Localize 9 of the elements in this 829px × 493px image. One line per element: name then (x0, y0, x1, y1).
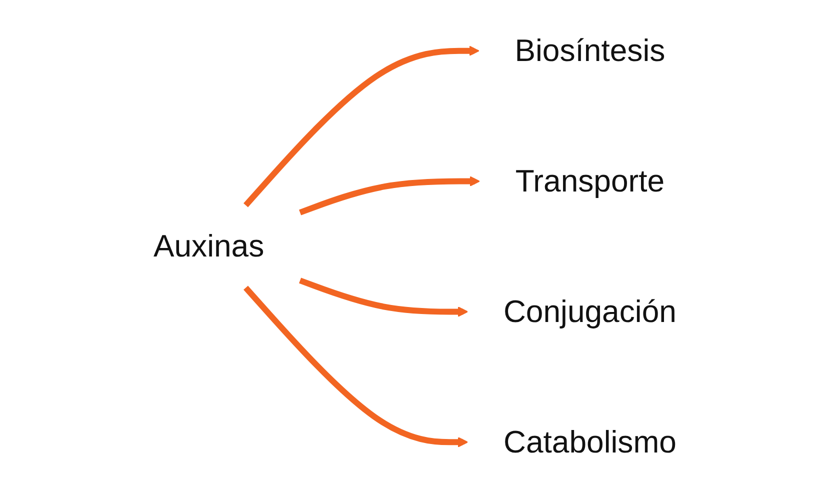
node-text: Auxinas (153, 228, 264, 264)
node-text: Biosíntesis (514, 32, 665, 68)
arrow (243, 286, 468, 448)
node-text: Transporte (514, 162, 664, 199)
node-text: Catabolismo (503, 424, 676, 460)
arrow (243, 46, 479, 208)
arrow (298, 278, 468, 317)
arrow (298, 176, 480, 216)
node-text: Conjugación (503, 293, 676, 330)
